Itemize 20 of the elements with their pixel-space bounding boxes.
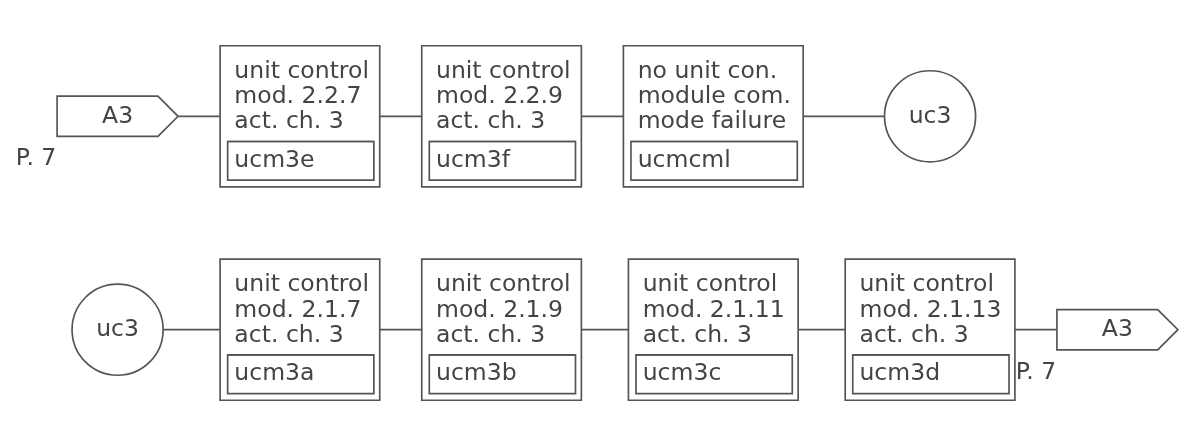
node-box: unit control mod. 2.1.13 act. ch. 3 ucm3d — [844, 257, 1016, 401]
connector — [379, 114, 423, 117]
connector — [177, 114, 221, 117]
node-box: unit control mod. 2.1.7 act. ch. 3 ucm3a — [219, 257, 381, 401]
node-label: P. 7 — [15, 142, 57, 171]
connector — [580, 114, 624, 117]
connector — [379, 328, 423, 331]
node-box: unit control mod. 2.2.9 act. ch. 3 ucm3f — [420, 44, 583, 188]
connector — [797, 328, 846, 331]
node-circle: uc3 — [71, 282, 164, 376]
node-box: unit control mod. 2.1.11 act. ch. 3 ucm3c — [627, 257, 799, 401]
connector — [162, 328, 221, 331]
node-box: unit control mod. 2.2.7 act. ch. 3 ucm3e — [219, 44, 381, 188]
connector — [1014, 328, 1058, 331]
node-box: unit control mod. 2.1.9 act. ch. 3 ucm3b — [420, 257, 583, 401]
node-box: no unit con. module com. mode failure ucmcml — [622, 44, 804, 188]
connector — [580, 328, 629, 331]
connector — [802, 114, 885, 117]
node-circle: uc3 — [883, 69, 977, 163]
node-label: P. 7 — [1015, 356, 1057, 385]
